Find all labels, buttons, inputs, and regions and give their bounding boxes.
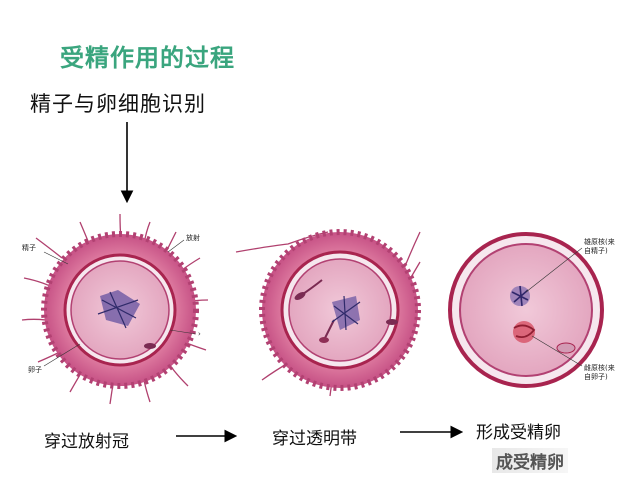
label-female-pronucleus-1: 雌原核(来 — [584, 363, 615, 372]
cell-zygote-stage: 雄原核(来 自精子) 雌原核(来 自卵子) — [448, 232, 615, 388]
watermark-text: 成受精卵 — [492, 448, 568, 473]
stage-label-corona: 穿过放射冠 — [44, 432, 129, 452]
label-male-pronucleus-1: 雄原核(来 — [584, 237, 615, 246]
label-sperm: 精子 — [22, 243, 36, 252]
recognition-heading: 精子与卵细胞识别 — [30, 92, 206, 116]
label-male-pronucleus-2: 自精子) — [584, 246, 608, 255]
stage-label-zona: 穿过透明带 — [272, 429, 357, 449]
cell-corona-stage: 精子 放射 › 卵子 — [21, 213, 209, 405]
label-female-pronucleus-2: 自卵子) — [584, 372, 608, 381]
page-title: 受精作用的过程 — [60, 44, 235, 72]
label-corona: 放射 — [186, 233, 200, 242]
cell-zona-stage — [235, 229, 421, 397]
label-ovum: 卵子 — [28, 365, 42, 374]
stage-label-zygote: 形成受精卵 — [476, 423, 561, 443]
label-nucleus-tick: › — [198, 330, 201, 338]
